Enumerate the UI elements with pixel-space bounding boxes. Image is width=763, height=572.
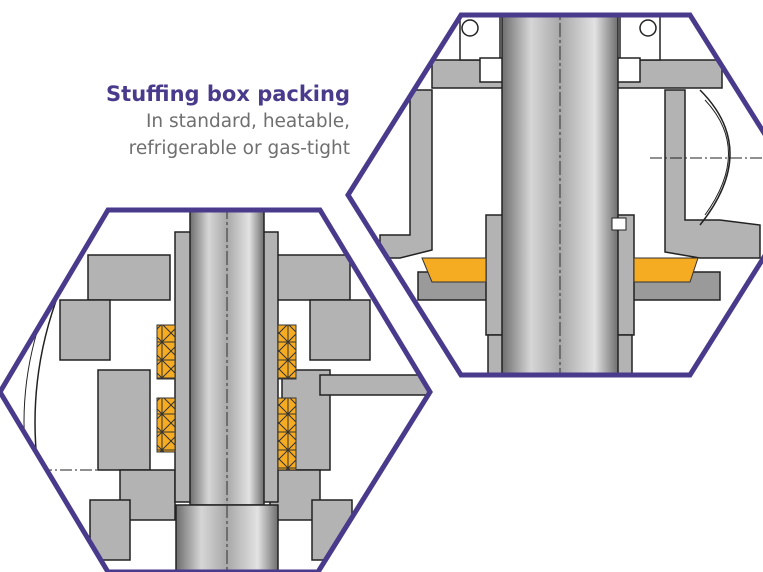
- casing-arc: [699, 89, 731, 226]
- right-detail-view: [348, 15, 763, 375]
- stuffing-box-housing: [59, 231, 430, 561]
- caption: Stuffing box packing In standard, heatab…: [40, 80, 350, 162]
- caption-title: Stuffing box packing: [106, 82, 350, 106]
- packing-left-lower: [156, 397, 297, 471]
- caption-subtitle-line-1: In standard, heatable,: [145, 111, 350, 132]
- left-hexagon-frame: [0, 207, 433, 572]
- caption-subtitle-line-2: refrigerable or gas-tight: [128, 138, 350, 159]
- right-hexagon-frame: [345, 12, 763, 378]
- packing-ring-right: [421, 257, 699, 283]
- left-detail-view: [0, 210, 430, 572]
- packing-left-upper: [156, 324, 297, 380]
